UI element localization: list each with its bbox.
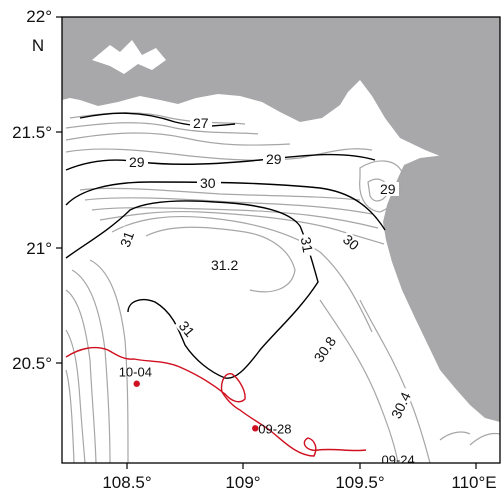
x-tick-label: 110°E	[451, 473, 496, 492]
contour-label: 29	[266, 151, 282, 167]
plot-frame	[61, 16, 501, 464]
contours-light	[65, 112, 500, 463]
x-tick-label: 109°	[225, 473, 260, 492]
contour-label: 31	[117, 229, 137, 249]
map-plot-area: 10-04 09-28 09-24	[62, 17, 500, 483]
contour-label: 29	[380, 181, 396, 197]
y-tick-label: 22°	[26, 7, 52, 26]
bay-inlet	[92, 40, 166, 74]
y-tick-label: 20.5°	[12, 354, 52, 373]
drifter-track	[65, 346, 367, 457]
track-points: 10-04 09-28 09-24	[119, 365, 415, 483]
y-tick-label: 21.5°	[12, 123, 52, 142]
contour-label: 27	[193, 115, 209, 131]
contour-labels: 27 29 29 29 30 30 31 31 31 31.2 30.8 30.…	[116, 115, 415, 424]
contour-label: 31.2	[211, 257, 238, 273]
track-date-label: 09-24	[382, 452, 415, 467]
y-tick-label: 21°	[26, 239, 52, 258]
track-date-label: 09-28	[258, 421, 291, 436]
x-tick-label: 109.5°	[335, 473, 384, 492]
track-point	[396, 477, 402, 483]
x-tick-label: 108.5°	[102, 473, 151, 492]
contour-label: 30	[200, 175, 216, 191]
tick-marks	[56, 16, 477, 469]
y-unit-label: N	[32, 36, 44, 55]
leizhou-peninsula	[383, 150, 500, 422]
track-date-label: 10-04	[119, 365, 152, 380]
contour-label: 31	[298, 236, 316, 254]
contour-label: 29	[129, 154, 145, 170]
track-point	[252, 425, 259, 432]
track-point	[133, 380, 140, 387]
bay-inlet-2	[356, 180, 378, 204]
